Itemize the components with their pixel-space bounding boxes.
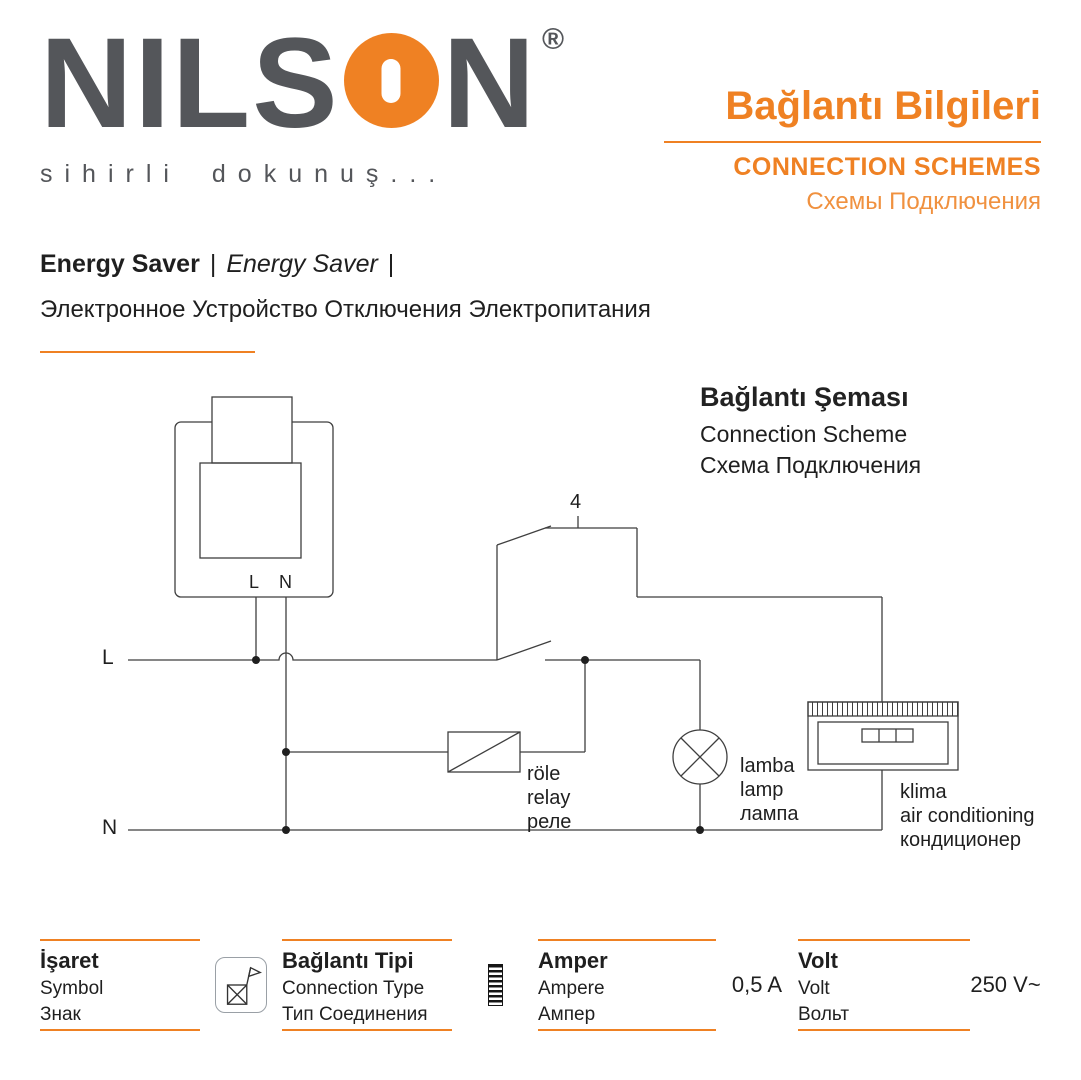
spec-volt-column: Volt Volt Вольт — [798, 939, 970, 1031]
product-name-tr: Energy Saver — [40, 250, 200, 278]
orange-rule — [40, 351, 255, 353]
connection-diagram: Bağlantı Şeması Connection Scheme Схема … — [0, 380, 1081, 928]
separator-pipe: | — [209, 250, 217, 278]
spec-footer: İşaret Symbol Знак Bağlantı Tipi Co — [40, 939, 1041, 1031]
card-switch-glyph — [226, 966, 262, 1005]
product-block: Energy Saver | Energy Saver | Электронное У… — [40, 250, 651, 353]
junction-dots — [252, 656, 704, 834]
screw-terminal-icon — [487, 964, 503, 1006]
lamp-symbol — [672, 660, 728, 830]
header-title-russian: Схемы Подключения — [806, 188, 1041, 215]
ampere-value: 0,5 A — [731, 972, 783, 997]
diagram-title: Bağlantı Şeması Connection Scheme Схема … — [700, 382, 921, 479]
label-phase-l: L — [102, 646, 114, 669]
label-lamp: lamba lamp лампа — [740, 754, 799, 826]
diagram-title-english: Connection Scheme — [700, 421, 908, 447]
spec-sub-en: Volt — [798, 978, 830, 999]
spec-symbol-column: İşaret Symbol Знак — [40, 939, 200, 1031]
spec-connection-type-column: Bağlantı Tipi Connection Type Тип Соедин… — [282, 939, 452, 1031]
relay-symbol — [286, 660, 586, 773]
spec-title: Amper — [538, 948, 608, 973]
symbol-icon-cell — [200, 939, 282, 1031]
label-relay-tr: röle — [527, 763, 561, 785]
header-titles: Bağlantı Bilgileri CONNECTION SCHEMES Сх… — [664, 84, 1041, 216]
separator-pipe: | — [387, 250, 395, 278]
ampere-value-cell: 0,5 A — [716, 939, 798, 1031]
spec-sub-ru: Вольт — [798, 1004, 850, 1025]
label-terminal-n: N — [279, 572, 292, 592]
header-title-turkish: Bağlantı Bilgileri — [725, 84, 1041, 128]
label-relay-en: relay — [527, 787, 571, 809]
header-divider — [664, 141, 1041, 143]
spec-ampere-column: Amper Ampere Ампер — [538, 939, 716, 1031]
spec-sub-en: Symbol — [40, 978, 104, 999]
registered-mark: ® — [542, 23, 567, 56]
spec-sub-ru: Знак — [40, 1004, 81, 1025]
product-name-en: Energy Saver — [226, 250, 378, 278]
spec-title: Bağlantı Tipi — [282, 948, 414, 973]
energy-saver-device-outline — [174, 396, 334, 830]
label-lamp-tr: lamba — [740, 755, 795, 777]
diagram-title-turkish: Bağlantı Şeması — [700, 382, 909, 412]
spec-sub-ru: Тип Соединения — [282, 1004, 428, 1025]
spec-title: Volt — [798, 948, 838, 973]
label-relay: röle relay реле — [527, 762, 571, 834]
logo-text-right: N — [442, 12, 537, 155]
spec-sub-ru: Ампер — [538, 1004, 596, 1025]
spec-title: İşaret — [40, 948, 99, 973]
label-ac-en: air conditioning — [900, 805, 1035, 827]
touch-button-circle-icon — [343, 33, 439, 128]
product-name-row: Energy Saver | Energy Saver | — [40, 250, 651, 279]
label-ac-tr: klima — [900, 781, 947, 803]
wire-l-line — [128, 652, 700, 661]
label-neutral-n: N — [102, 816, 118, 839]
label-contact-4: 4 — [570, 491, 582, 513]
diagram-canvas — [128, 396, 959, 834]
card-switch-contact — [496, 516, 883, 702]
label-air-conditioner: klima air conditioning кондиционер — [900, 780, 1035, 852]
volt-value: 250 V~ — [970, 972, 1041, 997]
logo-text-left: NILS — [40, 12, 340, 155]
label-relay-ru: реле — [527, 811, 572, 833]
air-conditioner-symbol — [807, 701, 959, 830]
header-title-english: CONNECTION SCHEMES — [733, 153, 1041, 181]
label-terminal-l: L — [249, 572, 260, 592]
card-switch-icon — [215, 957, 267, 1013]
diagram-title-russian: Схема Подключения — [700, 452, 922, 478]
connection-icon-cell — [452, 939, 538, 1031]
label-lamp-en: lamp — [740, 779, 784, 801]
spec-sub-en: Connection Type — [282, 978, 425, 999]
label-ac-ru: кондиционер — [900, 829, 1022, 851]
product-name-russian: Электронное Устройство Отключения Электр… — [40, 296, 651, 323]
label-lamp-ru: лампа — [740, 803, 799, 825]
brand-tagline: sihirli dokunuş... — [40, 160, 448, 188]
volt-value-cell: 250 V~ — [970, 939, 1041, 1031]
switch-pill-icon — [381, 58, 401, 103]
spec-sub-en: Ampere — [538, 978, 605, 999]
